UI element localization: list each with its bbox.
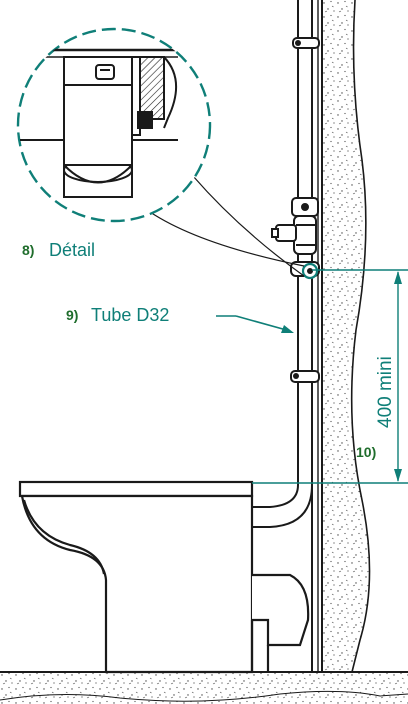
detail-circle [16,27,212,223]
tube-leader [216,315,294,333]
detail-number: 8) [22,242,34,258]
toilet-bowl [18,480,310,674]
pipe-clamp-middle [290,370,320,383]
tube-number: 9) [66,307,78,323]
detail-label: Détail [49,240,95,260]
detail-target [290,261,320,280]
valve [271,197,319,255]
tube-label: Tube D32 [91,305,169,325]
height-value: 400 mini [375,356,396,428]
detail-leader [149,175,305,277]
pipe-clamp-top [292,37,320,49]
floor [0,671,408,704]
wall [321,0,371,673]
height-number: 10) [356,444,376,460]
pipe [252,0,319,672]
height-dimension [252,269,408,484]
